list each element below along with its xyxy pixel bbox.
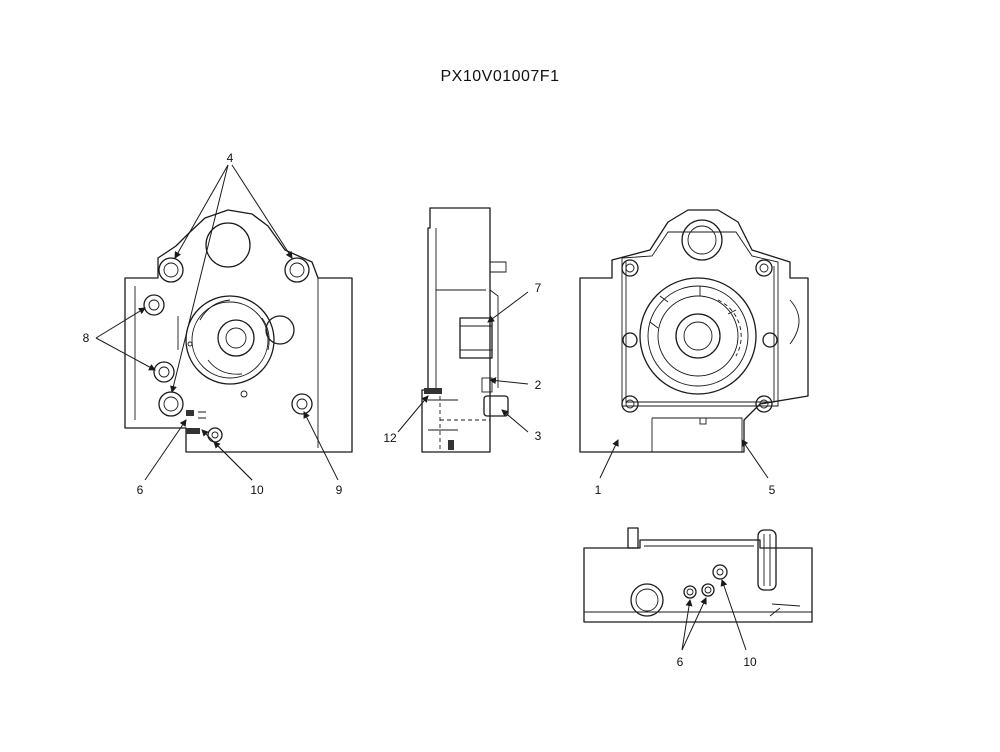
callout-1: 1: [595, 483, 602, 497]
front-view-left: [124, 209, 353, 453]
callout-2: 2: [535, 378, 542, 392]
bottom-view: [583, 527, 813, 623]
drawing-title: PX10V01007F1: [440, 68, 560, 85]
callout-12: 12: [383, 431, 397, 445]
callout-5: 5: [769, 483, 776, 497]
leader-lines: [95, 164, 769, 651]
callout-9: 9: [336, 483, 343, 497]
callout-10-left: 10: [250, 483, 264, 497]
callout-7: 7: [535, 281, 542, 295]
callout-6-left: 6: [137, 483, 144, 497]
callout-numbers: 4 8 6 10 9 7 2 3 12 1 5 6 10: [83, 151, 776, 669]
callout-8: 8: [83, 331, 90, 345]
callout-10-bottom: 10: [743, 655, 757, 669]
side-section-view: [421, 207, 509, 453]
callout-3: 3: [535, 429, 542, 443]
rear-view-right: [579, 209, 809, 453]
callout-6-bottom: 6: [677, 655, 684, 669]
callout-4: 4: [227, 151, 234, 165]
